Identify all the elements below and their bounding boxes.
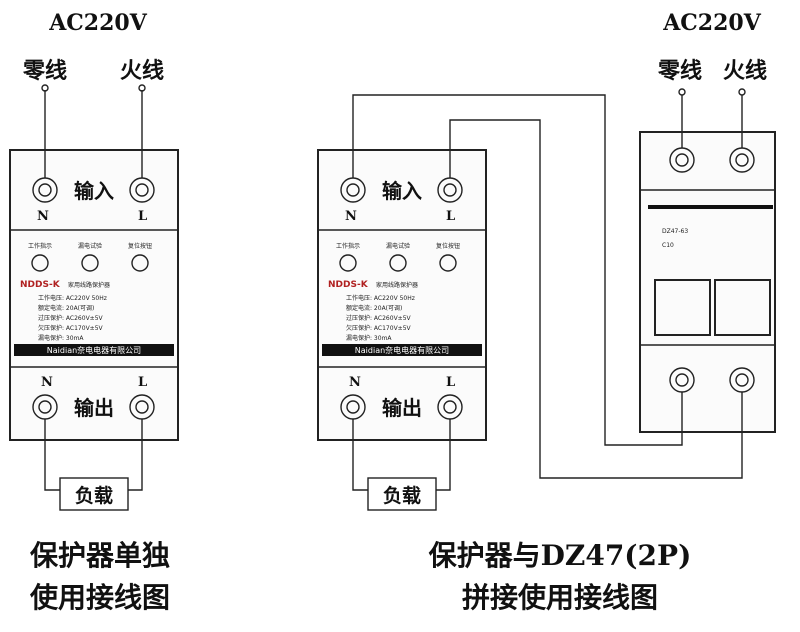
terminal-screw-inner: [135, 400, 149, 414]
caption: 拼接使用接线图: [462, 581, 658, 614]
breaker-model: DZ47-63: [662, 228, 688, 235]
product-name: 家用线路保护器: [68, 281, 110, 289]
supply-point: [678, 88, 686, 96]
product-name: 家用线路保护器: [376, 281, 418, 289]
load-wire: [44, 419, 60, 491]
supply-label: AC220V: [662, 10, 762, 36]
terminal-screw-inner: [735, 373, 749, 387]
maker-label: Naidian奈电电器有限公司: [355, 345, 449, 355]
maker-bar: [14, 344, 174, 356]
l-label: L: [138, 375, 147, 390]
live-label: 火线: [723, 58, 767, 84]
caption: 使用接线图: [29, 581, 170, 614]
caption: 保护器单独: [30, 539, 170, 572]
spec-line: 过压保护: AC260V±5V: [346, 314, 412, 322]
spec-line: 欠压保护: AC170V±5V: [38, 324, 104, 332]
supply-label: AC220V: [48, 10, 148, 36]
supply-point: [138, 84, 146, 92]
n-label: N: [37, 209, 49, 224]
terminal-screw-inner: [346, 400, 360, 414]
dz47-breaker: DZ47-63 C10 AC220V 零线火线: [639, 10, 776, 433]
indicator-label: 漏电试验: [386, 242, 410, 250]
l-label: L: [446, 209, 455, 224]
spec-line: 工作电压: AC220V 50Hz: [346, 294, 415, 302]
n-label: N: [349, 375, 361, 390]
indicator-button: [339, 254, 357, 272]
spec-line: 额定电流: 20A(可调): [38, 304, 94, 312]
live-label: 火线: [120, 58, 164, 84]
input-label: 输入: [382, 179, 422, 203]
terminal-screw-inner: [38, 183, 52, 197]
spec-line: 漏电保护: 30mA: [346, 334, 392, 342]
model-label: NDDS-K: [328, 280, 369, 290]
caption: 保护器与DZ47(2P): [429, 539, 692, 572]
maker-label: Naidian奈电电器有限公司: [47, 345, 141, 355]
n-label: N: [345, 209, 357, 224]
indicator-label: 工作指示: [28, 242, 52, 250]
terminal-screw-inner: [443, 400, 457, 414]
terminal-screw-inner: [346, 183, 360, 197]
input-label: 输入: [74, 179, 114, 203]
indicator-label: 复位按钮: [436, 242, 460, 250]
neutral-label: 零线: [22, 58, 67, 84]
spec-line: 欠压保护: AC170V±5V: [346, 324, 412, 332]
indicator-button: [131, 254, 149, 272]
load-wire: [436, 419, 451, 491]
terminal-screw-inner: [135, 183, 149, 197]
load-label: 负载: [383, 484, 421, 507]
n-label: N: [41, 375, 53, 390]
output-label: 输出: [382, 396, 422, 420]
terminal-screw-inner: [675, 373, 689, 387]
spec-line: 过压保护: AC260V±5V: [38, 314, 104, 322]
load-wire: [128, 419, 143, 491]
indicator-button: [31, 254, 49, 272]
load-wire: [352, 419, 368, 491]
terminal-screw-inner: [675, 153, 689, 167]
model-label: NDDS-K: [20, 280, 61, 290]
supply-point: [41, 84, 49, 92]
interconnect-wires: [352, 94, 743, 479]
spec-line: 额定电流: 20A(可调): [346, 304, 402, 312]
indicator-button: [439, 254, 457, 272]
indicator-label: 复位按钮: [128, 242, 152, 250]
spec-line: 工作电压: AC220V 50Hz: [38, 294, 107, 302]
indicator-label: 工作指示: [336, 242, 360, 250]
spec-line: 漏电保护: 30mA: [38, 334, 84, 342]
load-box: [59, 477, 129, 511]
load-label: 负载: [75, 484, 113, 507]
terminal-screw-inner: [443, 183, 457, 197]
supply-point: [738, 88, 746, 96]
maker-bar: [322, 344, 482, 356]
load-box: [367, 477, 437, 511]
output-label: 输出: [74, 396, 114, 420]
indicator-label: 漏电试验: [78, 242, 102, 250]
breaker-rating: C10: [662, 242, 674, 249]
terminal-screw-inner: [38, 400, 52, 414]
l-label: L: [138, 209, 147, 224]
indicator-button: [389, 254, 407, 272]
terminal-screw-inner: [735, 153, 749, 167]
indicator-button: [81, 254, 99, 272]
l-label: L: [446, 375, 455, 390]
neutral-label: 零线: [657, 58, 702, 84]
